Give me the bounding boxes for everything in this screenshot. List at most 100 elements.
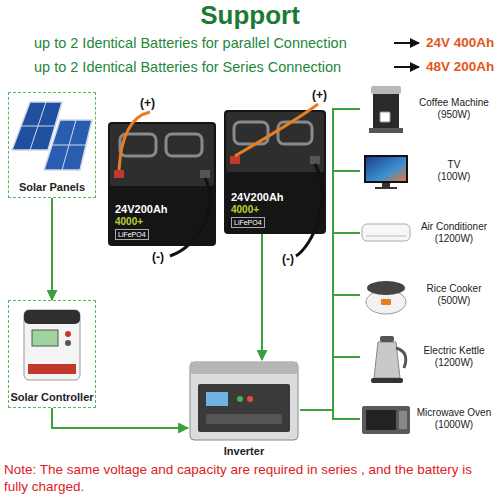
node-text: (950W) (438, 109, 471, 121)
controller-button (65, 331, 71, 337)
node-text: (500W) (438, 295, 471, 307)
microwave-door (366, 410, 396, 430)
kettle-base (371, 378, 403, 383)
node-text: Coffee Machine (419, 97, 489, 109)
node-text: Solar Controller (10, 391, 93, 403)
power-line (300, 410, 360, 419)
flow-arrow (261, 234, 263, 360)
flow-arrow (52, 408, 188, 428)
inverter-box: Inverter (188, 360, 300, 457)
node-text: LiFePO4 (231, 217, 265, 228)
node-text: 24V200Ah (115, 203, 168, 216)
negative-terminal (200, 170, 210, 178)
polarity-label: (+) (140, 96, 155, 110)
node-text: TV (448, 159, 461, 171)
polarity-label: (-) (282, 252, 294, 266)
inverter-panel (198, 384, 290, 432)
appliance-box: TV(100W) (360, 142, 498, 200)
status-light (247, 396, 253, 402)
inverter-body (190, 362, 298, 440)
coffee-machine-icon (371, 86, 401, 94)
controller-screen (32, 330, 58, 346)
coffee-cup (380, 112, 390, 122)
coffee-machine-icon (373, 94, 399, 130)
positive-cable (235, 104, 318, 156)
tv-stand (382, 183, 390, 187)
node-text: (1200W) (435, 233, 473, 245)
solar-controller-box: Solar Controller (8, 300, 96, 408)
battery-handle (278, 122, 312, 144)
battery-body (224, 110, 326, 234)
inverter-sockets (206, 414, 282, 424)
air-conditioner-icon (362, 224, 410, 241)
solar-panel (44, 120, 92, 170)
tv-icon (364, 155, 408, 183)
negative-cable (296, 164, 322, 256)
kettle-handle (396, 348, 406, 368)
positive-cable (119, 112, 150, 170)
appliance-box: Electric Kettle(1200W) (360, 328, 498, 386)
rice-cooker-lid (367, 281, 405, 295)
kettle-lid (380, 336, 394, 342)
node-text: 4000+ (231, 204, 259, 216)
microwave-panel (399, 411, 407, 429)
panel-grid (30, 102, 46, 150)
power-line (300, 233, 360, 410)
power-line (300, 295, 360, 410)
rice-cooker-panel (381, 299, 391, 305)
appliance-box: Air Conditioner(1200W) (360, 204, 498, 262)
controller-body (24, 310, 80, 380)
inverter-top (190, 362, 298, 374)
polarity-label: (+) (312, 88, 327, 102)
diagram-title: Support (0, 0, 500, 31)
appliance-box: Rice Cooker(500W) (360, 266, 498, 324)
note-caption: Note: The same voltage and capacity are … (4, 461, 498, 495)
capacity-value: 48V 200Ah (426, 58, 494, 76)
node-text: (1200W) (435, 357, 473, 369)
node-text: Inverter (224, 445, 264, 457)
requirement-text: up to 2 Identical Batteries for Series C… (34, 58, 341, 76)
node-text: Microwave Oven (417, 407, 491, 419)
pointer-arrow (394, 42, 419, 44)
pointer-arrow (394, 66, 419, 68)
negative-terminal (310, 156, 320, 164)
node-text: 24V200Ah (231, 191, 284, 204)
node-text: Air Conditioner (421, 221, 487, 233)
coffee-machine-icon (369, 128, 403, 133)
requirement-text: up to 2 Identical Batteries for parallel… (34, 34, 347, 52)
battery-handle (166, 134, 202, 156)
panel-grid (62, 120, 76, 170)
battery-box: 24V200Ah4000+LiFePO4 (224, 110, 326, 234)
controller-top (24, 310, 80, 324)
inverter-screen (206, 392, 228, 406)
flow-arrow (51, 198, 53, 300)
power-line (300, 109, 360, 410)
battery-box: 24V200Ah4000+LiFePO4 (108, 122, 216, 246)
terminal-strip (28, 364, 76, 374)
tv-screen (366, 157, 406, 181)
controller-button (65, 340, 71, 346)
node-text: 4000+ (115, 216, 143, 228)
node-text: LiFePO4 (115, 229, 149, 240)
solar-panels-box: Solar Panels (8, 92, 96, 198)
power-line (300, 357, 360, 410)
air-vent (366, 236, 406, 237)
node-text: Rice Cooker (426, 283, 481, 295)
microwave-icon (362, 406, 410, 434)
battery-top (226, 112, 324, 172)
tv-stand (375, 187, 397, 189)
polarity-label: (-) (152, 250, 164, 264)
node-text: (1000W) (435, 419, 473, 431)
positive-terminal (230, 156, 240, 164)
status-light (237, 396, 243, 402)
appliance-box: Coffee Machine(950W) (360, 80, 498, 138)
node-text: Electric Kettle (423, 345, 484, 357)
appliance-box: Microwave Oven(1000W) (360, 390, 498, 448)
positive-terminal (114, 170, 124, 178)
capacity-value: 24V 400Ah (426, 34, 494, 52)
power-line (300, 171, 360, 410)
kettle-icon (374, 342, 400, 378)
node-text: Solar Panels (19, 181, 85, 193)
node-text: (100W) (438, 171, 471, 183)
